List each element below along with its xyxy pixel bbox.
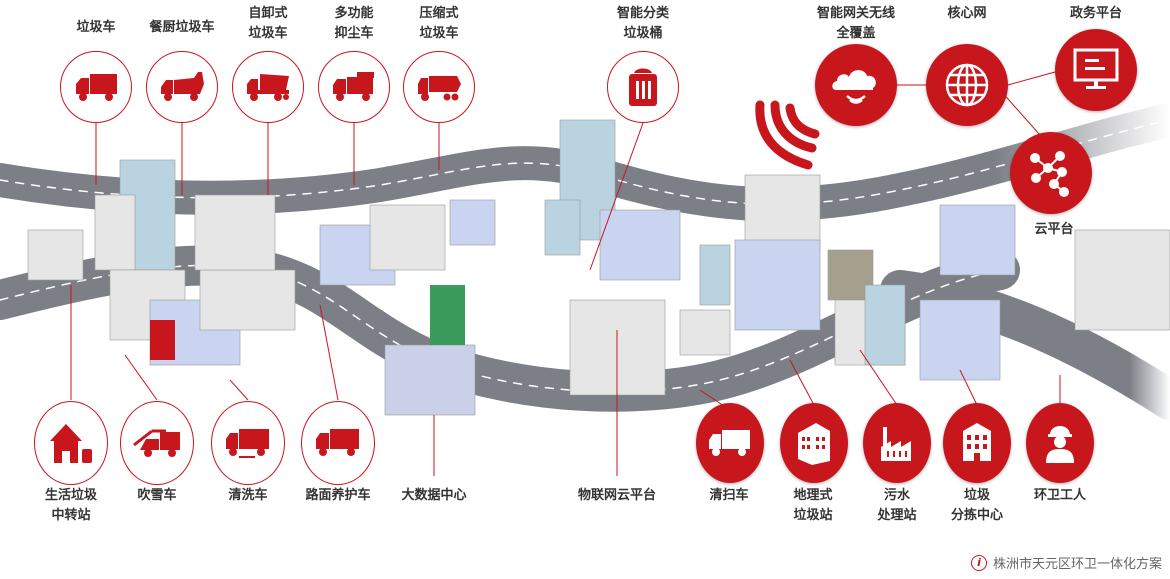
label-line: 抑尘车: [334, 26, 374, 41]
washing-truck-button[interactable]: [211, 401, 285, 485]
gateway-button[interactable]: [815, 44, 897, 126]
label-gateway: 智能网关无线全覆盖: [817, 4, 895, 44]
label-line: 垃圾桶: [623, 26, 663, 41]
cloud-platform-button[interactable]: [1010, 132, 1092, 214]
sanitation-worker-button[interactable]: [1026, 403, 1094, 483]
label-core-network: 核心网: [947, 6, 987, 21]
wireless-signal-icon: [755, 100, 820, 170]
transfer-station-button[interactable]: [34, 401, 108, 485]
label-dust-truck: 多功能抑尘车: [334, 4, 373, 44]
footer-caption: i 株洲市天元区环卫一体化方案: [970, 553, 1162, 572]
dust-suppression-truck-button[interactable]: [318, 51, 390, 123]
factory-icon: [881, 427, 911, 461]
label-geo-station: 地理式垃圾站: [793, 486, 832, 526]
compactor-truck-button[interactable]: [403, 51, 475, 123]
label-line: 自卸式: [248, 6, 288, 21]
connector-lines: [70, 71, 1061, 476]
dust-suppression-truck-icon: [333, 72, 374, 101]
sweeper-truck-icon: [709, 430, 750, 456]
washing-truck-icon: [226, 429, 269, 458]
label-iot-cloud: 物联网云平台: [577, 488, 657, 503]
label-line: 中转站: [51, 508, 91, 523]
label-line: 垃圾: [963, 488, 991, 503]
label-sewage-station: 污水处理站: [877, 486, 916, 526]
truck-icon: [76, 74, 117, 101]
label-line: 压缩式: [419, 6, 459, 21]
kitchen-waste-truck-icon: [161, 72, 204, 101]
label-sweeper: 清扫车: [709, 488, 749, 503]
sweeper-truck-button[interactable]: [696, 403, 764, 483]
road-maintenance-truck-icon: [316, 429, 359, 456]
garbage-truck-button[interactable]: [60, 51, 132, 123]
label-smart-bin: 智能分类垃圾桶: [617, 4, 669, 44]
label-line: 智能分类: [616, 6, 670, 21]
info-icon: i: [970, 554, 987, 571]
sorting-center-button[interactable]: [943, 403, 1011, 483]
label-transfer-station: 生活垃圾中转站: [45, 486, 97, 526]
label-gov-platform: 政务平台: [1069, 6, 1123, 21]
label-line: 地理式: [793, 488, 833, 503]
cloud-wireless-icon: [832, 70, 876, 104]
label-line: 污水: [883, 488, 911, 503]
label-line: 全覆盖: [836, 26, 876, 41]
compactor-truck-icon: [418, 76, 461, 101]
sorting-center-icon: [963, 423, 991, 461]
building-icon: [798, 423, 830, 465]
label-line: 垃圾车: [248, 26, 288, 41]
label-line: 生活垃圾: [44, 488, 98, 503]
geo-station-button[interactable]: [780, 403, 848, 483]
worker-icon: [1046, 426, 1074, 463]
core-network-button[interactable]: [926, 44, 1008, 126]
label-line: 垃圾站: [793, 508, 833, 523]
label-cloud-platform: 云平台: [1034, 222, 1074, 237]
sewage-station-button[interactable]: [863, 403, 931, 483]
buildings: [27, 119, 1170, 416]
monitor-icon: [1073, 48, 1119, 89]
footer-text: 株洲市天元区环卫一体化方案: [992, 557, 1162, 572]
snow-blower-truck-button[interactable]: [120, 401, 194, 485]
house-bin-icon: [50, 424, 92, 463]
label-sanitation-worker: 环卫工人: [1033, 488, 1087, 503]
label-snow-blower: 吹雪车: [137, 488, 177, 503]
trash-bin-icon: [629, 68, 657, 106]
dump-truck-icon: [247, 74, 289, 101]
label-line: 智能网关无线: [816, 6, 896, 21]
smart-bin-button[interactable]: [607, 51, 679, 123]
snow-blower-truck-icon: [133, 429, 180, 457]
label-sorting-center: 垃圾分拣中心: [951, 486, 1003, 526]
label-road-maintenance: 路面养护车: [305, 488, 371, 503]
gov-platform-button[interactable]: [1055, 29, 1137, 111]
label-line: 垃圾车: [419, 26, 459, 41]
network-nodes-icon: [1030, 151, 1069, 197]
label-garbage-truck: 垃圾车: [76, 20, 116, 35]
label-kitchen-waste-truck: 餐厨垃圾车: [149, 20, 215, 35]
road-maintenance-truck-button[interactable]: [301, 401, 375, 485]
label-line: 分拣中心: [950, 508, 1004, 523]
label-dump-truck: 自卸式垃圾车: [248, 4, 287, 44]
label-compactor-truck: 压缩式垃圾车: [419, 4, 458, 44]
label-line: 处理站: [877, 508, 917, 523]
label-big-data-center: 大数据中心: [401, 488, 467, 503]
label-washing-truck: 清洗车: [228, 488, 268, 503]
kitchen-waste-truck-button[interactable]: [146, 51, 218, 123]
globe-icon: [945, 63, 989, 107]
label-line: 多功能: [334, 6, 374, 21]
dump-truck-button[interactable]: [232, 51, 304, 123]
